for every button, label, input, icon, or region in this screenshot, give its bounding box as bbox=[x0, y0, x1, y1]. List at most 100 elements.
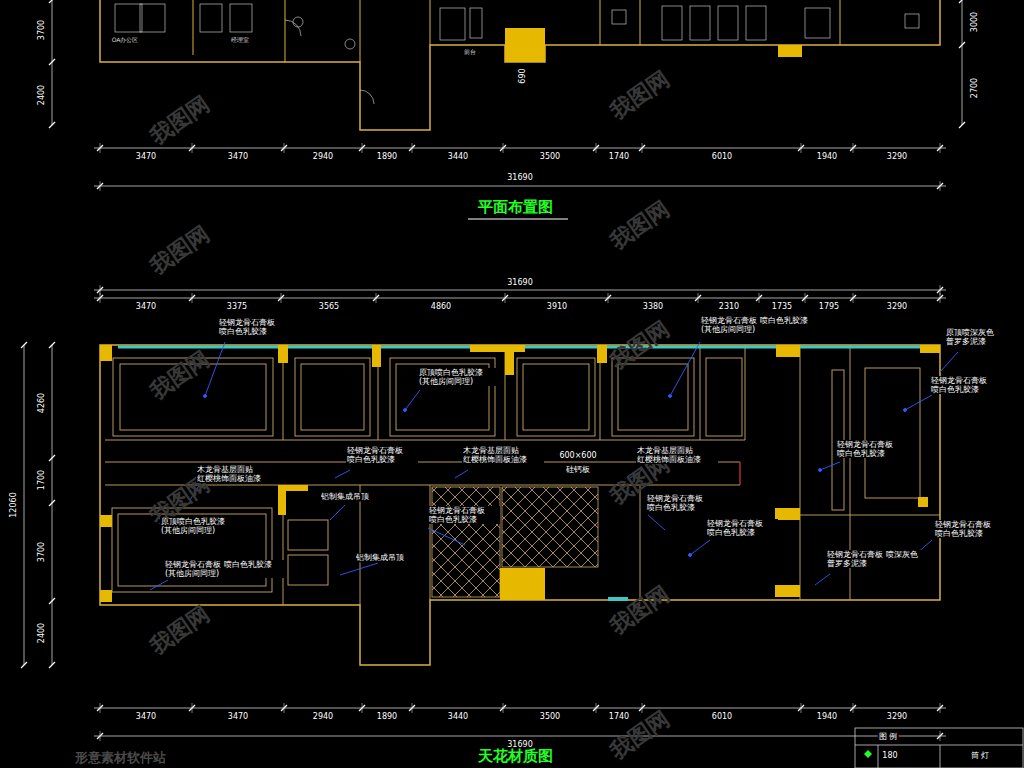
dimension: 1940 bbox=[816, 152, 838, 161]
extension-line bbox=[192, 703, 193, 713]
room-name: 经理室 bbox=[231, 37, 249, 44]
dimension: 2700 bbox=[970, 77, 979, 99]
extension-line bbox=[100, 285, 101, 295]
legend-text: 筒 灯 bbox=[970, 751, 991, 760]
dimension-line bbox=[962, 0, 963, 125]
dimension-tick bbox=[49, 598, 55, 604]
material-note: 轻钢龙骨石膏板 喷白色乳胶漆 bbox=[930, 376, 1002, 394]
material-note: 轻钢龙骨石膏板 喷白色乳胶漆 bbox=[706, 519, 778, 537]
dimension-tick bbox=[49, 662, 55, 668]
dimension-total: 31690 bbox=[506, 278, 533, 287]
dimension: 3700 bbox=[37, 19, 46, 41]
drawing-title: 平面布置图 bbox=[478, 199, 553, 216]
extension-line bbox=[805, 293, 806, 303]
drawing-title: 天花材质图 bbox=[478, 748, 553, 765]
material-note: 原顶喷深灰色 普罗多泥漆 bbox=[945, 328, 1019, 346]
dimension: 1735 bbox=[771, 302, 793, 311]
extension-line bbox=[362, 703, 363, 713]
dimension: 1700 bbox=[37, 469, 46, 491]
extension-line bbox=[503, 703, 504, 713]
watermark: 我图网 bbox=[606, 316, 675, 375]
dimension: 3290 bbox=[886, 712, 908, 721]
extension-line bbox=[192, 143, 193, 153]
dimension-line bbox=[94, 148, 946, 149]
extension-line bbox=[100, 703, 101, 713]
dimension-tick bbox=[49, 500, 55, 506]
dimension-lines bbox=[21, 0, 965, 741]
dimension: 1890 bbox=[376, 712, 398, 721]
dimension: 2940 bbox=[312, 712, 334, 721]
dimension: 1940 bbox=[816, 712, 838, 721]
dimension: 2400 bbox=[37, 84, 46, 106]
watermark: 形意素材软件站 bbox=[75, 751, 166, 766]
dimension-total: 31690 bbox=[506, 173, 533, 182]
dimension-tick bbox=[21, 662, 27, 668]
extension-line bbox=[759, 293, 760, 303]
dimension-line bbox=[94, 708, 946, 709]
material-note: 木龙骨基层面贴 红樱桃饰面板油漆 bbox=[636, 446, 718, 464]
extension-line bbox=[642, 143, 643, 153]
material-note: 铝制集成吊顶 bbox=[355, 553, 405, 562]
extension-line bbox=[642, 703, 643, 713]
dimension-line bbox=[24, 345, 25, 665]
dimension-line bbox=[94, 736, 946, 737]
dimension-tick bbox=[49, 342, 55, 348]
dimension-line bbox=[94, 186, 946, 187]
dimension: 3470 bbox=[227, 152, 249, 161]
dimension: 3500 bbox=[539, 712, 561, 721]
material-note: 硅钙板 bbox=[565, 465, 591, 474]
watermark: 我图网 bbox=[146, 601, 215, 660]
dimension-tick bbox=[959, 122, 965, 128]
dimension: 690 bbox=[518, 67, 527, 84]
extension-line bbox=[281, 293, 282, 303]
extension-line bbox=[853, 293, 854, 303]
extension-line bbox=[412, 143, 413, 153]
watermark: 我图网 bbox=[606, 196, 675, 255]
material-note: 轻钢龙骨石膏板 喷白色乳胶漆 bbox=[218, 318, 290, 336]
dimension-line bbox=[52, 345, 53, 665]
material-note: 轻钢龙骨石膏板 喷白色乳胶漆 bbox=[836, 440, 908, 458]
dimension: 3470 bbox=[135, 712, 157, 721]
extension-line bbox=[698, 293, 699, 303]
dimension-line bbox=[94, 290, 946, 291]
dimension: 1740 bbox=[608, 152, 630, 161]
dimension: 3470 bbox=[227, 712, 249, 721]
material-note: 轻钢龙骨石膏板 喷白色乳胶漆 bbox=[428, 506, 500, 524]
extension-line bbox=[801, 143, 802, 153]
room-name: 前台 bbox=[464, 49, 476, 56]
dimension: 3000 bbox=[970, 11, 979, 33]
dimension-tick bbox=[959, 42, 965, 48]
extension-line bbox=[596, 143, 597, 153]
dimension-tick bbox=[49, 59, 55, 65]
material-note: 轻钢龙骨石膏板 喷白色乳胶漆(其他房间同理) bbox=[164, 560, 286, 578]
extension-line bbox=[505, 293, 506, 303]
material-note: 木龙骨基层面贴 红樱桃饰面板油漆 bbox=[196, 465, 278, 483]
dimension: 3375 bbox=[226, 302, 248, 311]
material-note: 600×600 bbox=[558, 451, 597, 460]
dimension: 3500 bbox=[539, 152, 561, 161]
downlight-symbol bbox=[864, 750, 872, 758]
material-note: 木龙骨基层面贴 红樱桃饰面板油漆 bbox=[462, 446, 544, 464]
extension-line bbox=[853, 143, 854, 153]
dimension: 3470 bbox=[135, 152, 157, 161]
dimension: 4860 bbox=[430, 302, 452, 311]
material-note: 轻钢龙骨石膏板 喷深灰色 普罗多泥漆 bbox=[826, 550, 923, 568]
dimension-tick bbox=[49, 122, 55, 128]
dimension: 3290 bbox=[886, 152, 908, 161]
extension-line bbox=[503, 143, 504, 153]
dimension: 3440 bbox=[447, 152, 469, 161]
extension-line bbox=[100, 181, 101, 191]
dimension: 3440 bbox=[447, 712, 469, 721]
extension-line bbox=[940, 181, 941, 191]
dimension: 2940 bbox=[312, 152, 334, 161]
dimension: 6010 bbox=[711, 152, 733, 161]
watermark: 我图网 bbox=[146, 221, 215, 280]
dimension-total: 12060 bbox=[9, 491, 18, 518]
dimension-tick bbox=[49, 455, 55, 461]
material-note: 原顶喷白色乳胶漆 (其他房间同理) bbox=[418, 368, 500, 386]
material-note: 铝制集成吊顶 bbox=[320, 492, 370, 501]
dimension: 3470 bbox=[135, 302, 157, 311]
dimension: 1890 bbox=[376, 152, 398, 161]
material-note: 轻钢龙骨石膏板 喷白色乳胶漆(其他房间同理) bbox=[700, 316, 822, 334]
extension-line bbox=[100, 731, 101, 741]
